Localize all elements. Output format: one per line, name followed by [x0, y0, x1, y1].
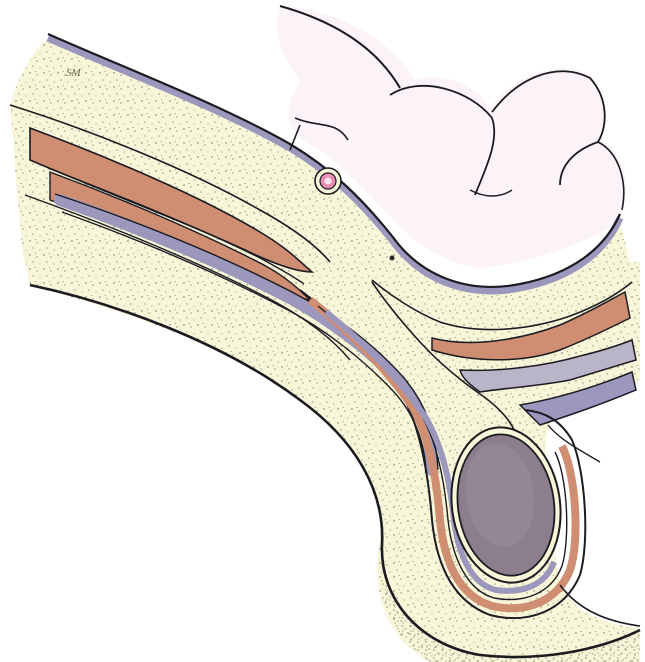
vessel-center — [325, 178, 332, 185]
small-vessel-dot — [390, 256, 395, 261]
artist-signature: SM — [66, 67, 82, 79]
